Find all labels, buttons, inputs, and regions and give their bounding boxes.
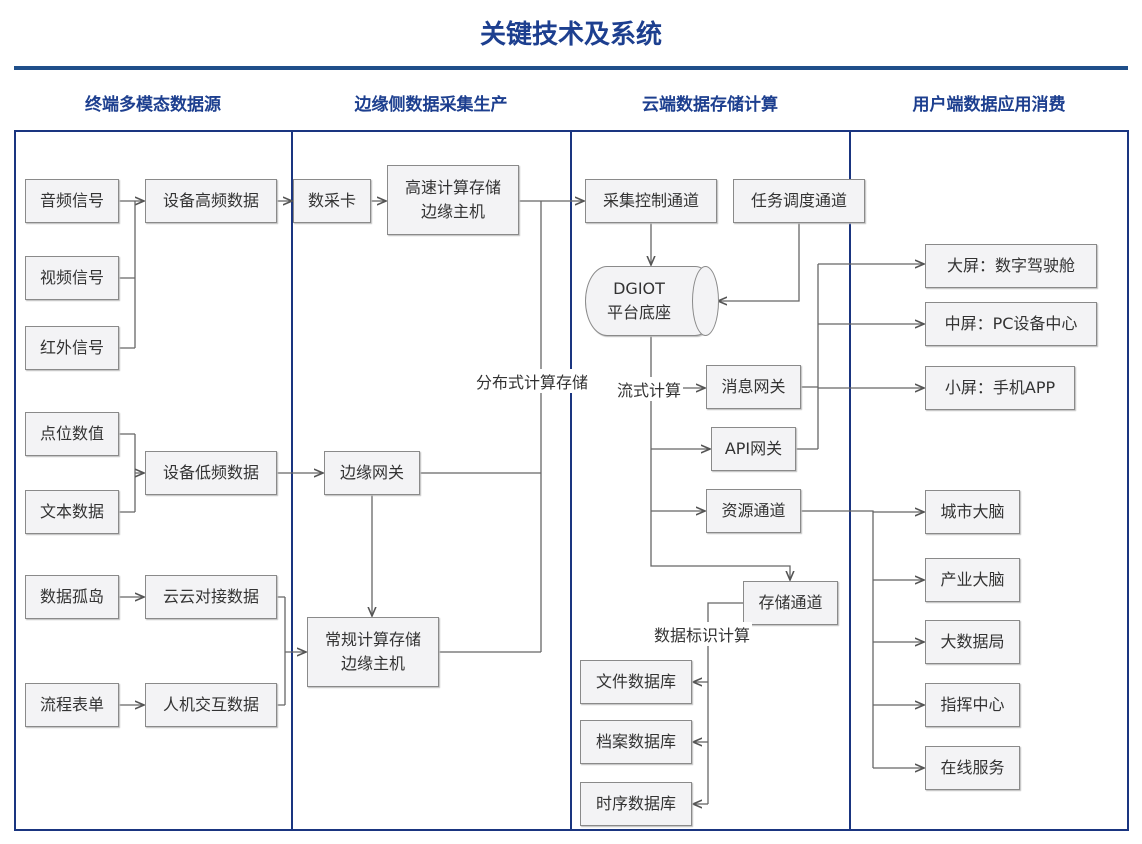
cylinder-cap [692,266,719,336]
node-audio-signal: 音频信号 [25,179,119,223]
node-task-channel: 任务调度通道 [733,179,865,223]
node-storage-channel: 存储通道 [743,581,838,625]
node-resource-channel: 资源通道 [706,489,801,533]
node-label: 高速计算存储 [404,178,501,197]
label-stream-compute: 流式计算 [615,377,684,401]
node-api-gateway: API网关 [711,427,796,471]
node-big-screen: 大屏：数字驾驶舱 [925,244,1097,288]
column-header-edge: 边缘侧数据采集生产 [354,95,508,115]
node-high-speed-host: 高速计算存储边缘主机 [387,165,519,235]
node-file-db: 文件数据库 [580,660,692,704]
node-online-service: 在线服务 [925,746,1020,790]
node-normal-host: 常规计算存储边缘主机 [307,617,439,687]
node-big-data-bureau: 大数据局 [925,620,1020,664]
node-command-center: 指挥中心 [925,683,1020,727]
node-industry-brain: 产业大脑 [925,558,1020,602]
node-process-form: 流程表单 [25,683,119,727]
node-collect-channel: 采集控制通道 [585,179,717,223]
column-header-terminal: 终端多模态数据源 [85,95,221,115]
title-rule [14,66,1128,70]
node-edge-gateway: 边缘网关 [324,451,420,495]
node-label: 常规计算存储 [324,630,421,649]
node-label: 平台底座 [606,303,671,322]
node-label: 边缘主机 [340,654,405,673]
column-divider [570,130,572,830]
node-point-value: 点位数值 [25,412,119,456]
column-divider [849,130,851,830]
node-hci-data: 人机交互数据 [145,683,277,727]
node-video-signal: 视频信号 [25,256,119,300]
label-data-identifier: 数据标识计算 [652,622,753,646]
node-city-brain: 城市大脑 [925,490,1020,534]
node-timeseries-db: 时序数据库 [580,782,692,826]
node-small-screen: 小屏：手机APP [925,366,1075,410]
diagram-title: 关键技术及系统 [479,20,662,50]
column-header-cloud: 云端数据存储计算 [642,95,778,115]
node-infrared-signal: 红外信号 [25,326,119,370]
node-archive-db: 档案数据库 [580,720,692,764]
node-mid-screen: 中屏：PC设备中心 [925,302,1097,346]
node-high-freq-data: 设备高频数据 [145,179,277,223]
node-message-gateway: 消息网关 [706,365,801,409]
node-text-data: 文本数据 [25,490,119,534]
node-low-freq-data: 设备低频数据 [145,451,277,495]
column-divider [291,130,293,830]
column-header-user: 用户端数据应用消费 [912,95,1066,115]
node-label: 边缘主机 [420,202,485,221]
node-data-island: 数据孤岛 [25,575,119,619]
label-distributed-storage: 分布式计算存储 [474,369,591,393]
node-cloud-docking-data: 云云对接数据 [145,575,277,619]
node-label: DGIOT [613,279,665,298]
node-daq-card: 数采卡 [293,179,371,223]
